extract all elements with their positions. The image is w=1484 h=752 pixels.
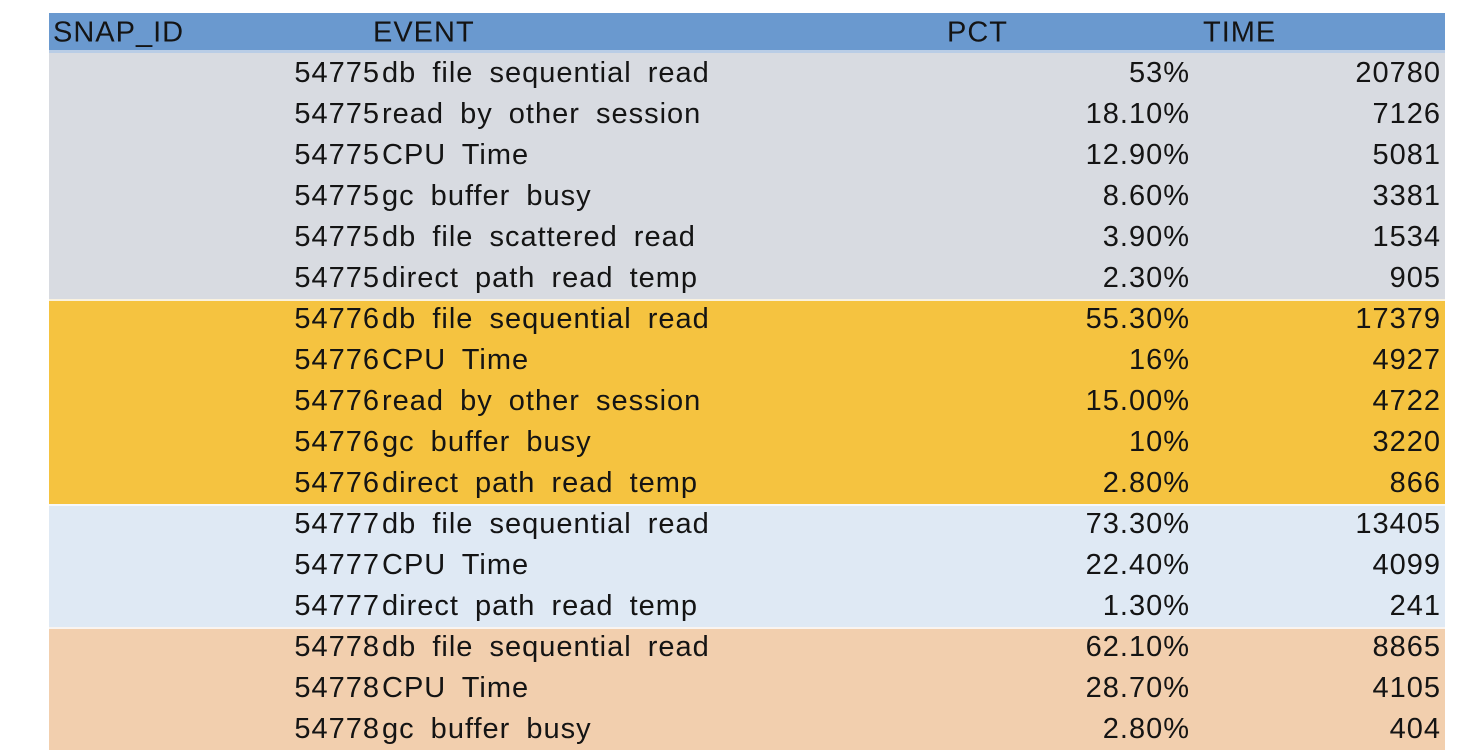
table-row: 54776 gc buffer busy 10% 3220 xyxy=(49,422,1445,463)
cell-time[interactable]: 4722 xyxy=(1372,385,1441,417)
cell-time[interactable]: 17379 xyxy=(1355,303,1441,335)
cell-pct[interactable]: 16% xyxy=(1128,344,1190,376)
cell-time[interactable]: 5081 xyxy=(1372,139,1441,171)
cell-pct[interactable]: 28.70% xyxy=(1085,672,1190,704)
cell-snap-id[interactable]: 54775 xyxy=(294,98,380,130)
cell-snap-id[interactable]: 54778 xyxy=(294,713,380,745)
cell-snap-id[interactable]: 54775 xyxy=(294,180,380,212)
cell-event[interactable]: CPU Time xyxy=(382,672,530,704)
column-header-snap-id[interactable]: SNAP_ID xyxy=(53,16,185,49)
cell-pct[interactable]: 2.80% xyxy=(1102,713,1190,745)
column-header-pct[interactable]: PCT xyxy=(947,16,1008,49)
cell-pct[interactable]: 12.90% xyxy=(1085,139,1190,171)
cell-pct[interactable]: 8.60% xyxy=(1102,180,1190,212)
cell-time[interactable]: 4105 xyxy=(1372,672,1441,704)
cell-pct[interactable]: 2.80% xyxy=(1102,467,1190,499)
cell-event[interactable]: gc buffer busy xyxy=(382,713,592,745)
cell-event[interactable]: db file sequential read xyxy=(382,631,710,663)
cell-snap-id[interactable]: 54778 xyxy=(294,672,380,704)
table-row: 54778 gc buffer busy 2.80% 404 xyxy=(49,709,1445,750)
table-row: 54775 direct path read temp 2.30% 905 xyxy=(49,258,1445,299)
table-header-row: SNAP_ID EVENT PCT TIME xyxy=(49,13,1445,53)
cell-event[interactable]: db file sequential read xyxy=(382,303,710,335)
cell-snap-id[interactable]: 54775 xyxy=(294,139,380,171)
table-row: 54775 read by other session 18.10% 7126 xyxy=(49,94,1445,135)
cell-time[interactable]: 7126 xyxy=(1372,98,1441,130)
cell-snap-id[interactable]: 54776 xyxy=(294,467,380,499)
cell-event[interactable]: db file scattered read xyxy=(382,221,696,253)
cell-snap-id[interactable]: 54776 xyxy=(294,303,380,335)
snapshot-events-table: SNAP_ID EVENT PCT TIME 54775 db file seq… xyxy=(49,13,1445,750)
cell-event[interactable]: CPU Time xyxy=(382,344,530,376)
cell-pct[interactable]: 3.90% xyxy=(1102,221,1190,253)
snap-group-54777: 54777 db file sequential read 73.30% 134… xyxy=(49,504,1445,627)
cell-pct[interactable]: 15.00% xyxy=(1085,385,1190,417)
table-row: 54777 direct path read temp 1.30% 241 xyxy=(49,586,1445,627)
cell-time[interactable]: 4099 xyxy=(1372,549,1441,581)
table-row: 54778 CPU Time 28.70% 4105 xyxy=(49,668,1445,709)
table-row: 54776 db file sequential read 55.30% 173… xyxy=(49,299,1445,340)
cell-time[interactable]: 8865 xyxy=(1372,631,1441,663)
cell-time[interactable]: 3381 xyxy=(1372,180,1441,212)
cell-event[interactable]: gc buffer busy xyxy=(382,180,592,212)
table-row: 54775 CPU Time 12.90% 5081 xyxy=(49,135,1445,176)
table-row: 54775 db file scattered read 3.90% 1534 xyxy=(49,217,1445,258)
table-row: 54777 db file sequential read 73.30% 134… xyxy=(49,504,1445,545)
cell-event[interactable]: CPU Time xyxy=(382,549,530,581)
cell-time[interactable]: 241 xyxy=(1389,590,1441,622)
table-row: 54776 direct path read temp 2.80% 866 xyxy=(49,463,1445,504)
cell-snap-id[interactable]: 54775 xyxy=(294,221,380,253)
cell-snap-id[interactable]: 54777 xyxy=(294,508,380,540)
cell-snap-id[interactable]: 54777 xyxy=(294,590,380,622)
cell-snap-id[interactable]: 54776 xyxy=(294,426,380,458)
cell-snap-id[interactable]: 54776 xyxy=(294,385,380,417)
snap-group-54778: 54778 db file sequential read 62.10% 886… xyxy=(49,627,1445,750)
cell-pct[interactable]: 18.10% xyxy=(1085,98,1190,130)
table-row: 54777 CPU Time 22.40% 4099 xyxy=(49,545,1445,586)
cell-pct[interactable]: 1.30% xyxy=(1102,590,1190,622)
table-row: 54776 read by other session 15.00% 4722 xyxy=(49,381,1445,422)
cell-event[interactable]: direct path read temp xyxy=(382,262,699,294)
table-row: 54778 db file sequential read 62.10% 886… xyxy=(49,627,1445,668)
cell-snap-id[interactable]: 54776 xyxy=(294,344,380,376)
cell-event[interactable]: CPU Time xyxy=(382,139,530,171)
column-header-time[interactable]: TIME xyxy=(1203,16,1277,49)
cell-event[interactable]: db file sequential read xyxy=(382,57,710,89)
table-row: 54776 CPU Time 16% 4927 xyxy=(49,340,1445,381)
cell-pct[interactable]: 73.30% xyxy=(1085,508,1190,540)
cell-event[interactable]: db file sequential read xyxy=(382,508,710,540)
cell-snap-id[interactable]: 54775 xyxy=(294,262,380,294)
table-row: 54775 gc buffer busy 8.60% 3381 xyxy=(49,176,1445,217)
cell-pct[interactable]: 10% xyxy=(1128,426,1190,458)
cell-event[interactable]: direct path read temp xyxy=(382,590,699,622)
cell-time[interactable]: 1534 xyxy=(1372,221,1441,253)
cell-pct[interactable]: 62.10% xyxy=(1085,631,1190,663)
cell-time[interactable]: 404 xyxy=(1389,713,1441,745)
snap-group-54775: 54775 db file sequential read 53% 20780 … xyxy=(49,53,1445,299)
cell-time[interactable]: 866 xyxy=(1389,467,1441,499)
cell-time[interactable]: 3220 xyxy=(1372,426,1441,458)
cell-event[interactable]: gc buffer busy xyxy=(382,426,592,458)
cell-event[interactable]: direct path read temp xyxy=(382,467,699,499)
cell-pct[interactable]: 22.40% xyxy=(1085,549,1190,581)
cell-pct[interactable]: 55.30% xyxy=(1085,303,1190,335)
cell-time[interactable]: 905 xyxy=(1389,262,1441,294)
cell-snap-id[interactable]: 54778 xyxy=(294,631,380,663)
cell-time[interactable]: 20780 xyxy=(1355,57,1441,89)
table-row: 54775 db file sequential read 53% 20780 xyxy=(49,53,1445,94)
cell-snap-id[interactable]: 54777 xyxy=(294,549,380,581)
cell-pct[interactable]: 2.30% xyxy=(1102,262,1190,294)
cell-event[interactable]: read by other session xyxy=(382,385,702,417)
cell-event[interactable]: read by other session xyxy=(382,98,702,130)
cell-snap-id[interactable]: 54775 xyxy=(294,57,380,89)
cell-pct[interactable]: 53% xyxy=(1128,57,1190,89)
cell-time[interactable]: 13405 xyxy=(1355,508,1441,540)
cell-time[interactable]: 4927 xyxy=(1372,344,1441,376)
column-header-event[interactable]: EVENT xyxy=(373,16,475,49)
snap-group-54776: 54776 db file sequential read 55.30% 173… xyxy=(49,299,1445,504)
